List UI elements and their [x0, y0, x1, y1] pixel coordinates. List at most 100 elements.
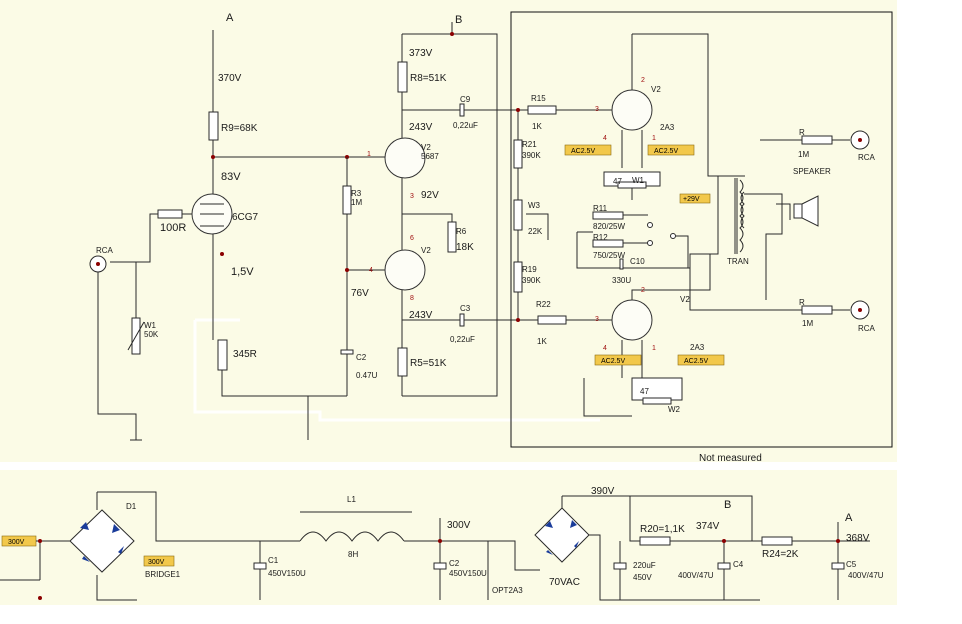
rca-input-pin	[96, 262, 100, 266]
voltage-70vac: 70VAC	[549, 577, 580, 588]
not-measured-label: Not measured	[699, 453, 762, 464]
voltage-243-bottom: 243V	[409, 310, 433, 321]
c10-value: 330U	[612, 276, 631, 285]
pin-3-top: 3	[595, 106, 599, 113]
tube-2a3-bottom	[611, 299, 653, 341]
c2-label: C2	[356, 353, 367, 362]
r24-label: R24=2K	[762, 549, 799, 560]
r3-wires	[346, 157, 385, 350]
pot-w3[interactable]	[513, 199, 523, 231]
pin-1-top: 1	[652, 135, 656, 142]
d1-label: D1	[126, 502, 137, 511]
resistor-r5	[397, 347, 408, 377]
r100-label: 100R	[160, 222, 186, 234]
pin-8: 8	[410, 295, 414, 302]
v2-top-label: V2	[421, 143, 431, 152]
bias-rail-dot-top	[516, 108, 520, 112]
r20-label: R20=1,1K	[640, 524, 685, 535]
ac25-b: AC2.5V	[654, 148, 678, 155]
tube-5687-top	[384, 137, 426, 179]
opt-label: OPT2A3	[492, 586, 523, 595]
voltage-374: 374V	[696, 521, 720, 532]
r-fb-top-value: 1M	[798, 150, 809, 159]
r15-value: 1K	[532, 122, 542, 131]
r-fb-bot-label: R	[799, 298, 805, 307]
ac25-d: AC2.5V	[684, 358, 708, 365]
input-stage: A 370V R9=68K 83V 6CG7 100R RCA W1 50K 1…	[89, 12, 400, 441]
v29: +29V	[683, 196, 700, 203]
voltage-300: 300V	[447, 520, 471, 531]
r6-label: R6	[456, 227, 467, 236]
switch-contact-3[interactable]	[647, 240, 653, 246]
transformer-secondary	[740, 191, 745, 229]
node-b-psu: B	[724, 499, 731, 511]
w1-in-label: W1	[144, 321, 157, 330]
switch-contact-2[interactable]	[670, 233, 676, 239]
r21-label: R21	[522, 140, 537, 149]
w1-power-label: W1	[632, 176, 645, 185]
ac25-label-c	[594, 354, 642, 366]
rectifier-dot-a	[38, 539, 42, 543]
speaker-coil	[793, 203, 803, 219]
ac25-c: AC2.5V	[601, 358, 625, 365]
c2p-value: 450V150U	[449, 569, 487, 578]
resistor-345r	[217, 339, 228, 371]
speaker-icon	[801, 195, 819, 227]
input-ground-wire	[97, 272, 137, 440]
c4-label: C4	[733, 560, 744, 569]
rca-bottom-pin	[858, 308, 862, 312]
input-wire	[110, 213, 158, 263]
r24-dot	[836, 539, 840, 543]
r12-label: R12	[593, 233, 608, 242]
c10-label: C10	[630, 257, 645, 266]
r-fb-bot-value: 1M	[802, 319, 813, 328]
tube-2a3-top-wires	[621, 33, 745, 177]
r345-label: 345R	[233, 349, 257, 360]
pin-4-top: 4	[603, 135, 607, 142]
speaker-wires	[744, 193, 791, 300]
p47-top: 47	[613, 177, 622, 186]
cathode-dot	[220, 252, 224, 256]
voltage-368: 368V	[846, 533, 870, 544]
voltage-243-top: 243V	[409, 122, 433, 133]
v2-mid-label: V2	[421, 246, 431, 255]
capacitor-c5	[831, 562, 845, 570]
ac25-a: AC2.5V	[571, 148, 595, 155]
switch-contact-1[interactable]	[647, 222, 653, 228]
capacitor-c10	[619, 258, 624, 270]
capacitor-c3	[459, 313, 465, 327]
v300-bridge: 300V	[148, 559, 165, 566]
w3-value: 22K	[528, 227, 543, 236]
capacitor-c9	[459, 103, 465, 117]
node-a-psu: A	[845, 512, 853, 524]
c3-label: C3	[460, 304, 471, 313]
voltage-373: 373V	[409, 48, 433, 59]
voltage-1-5: 1,5V	[231, 266, 254, 278]
resistor-feedback-bottom	[801, 305, 833, 315]
r6-value: 18K	[456, 242, 474, 253]
hum-pot-w2[interactable]	[642, 397, 672, 405]
r20-dot	[722, 539, 726, 543]
r20-wires	[619, 540, 762, 600]
tube-5687-label: 5687	[421, 152, 439, 161]
resistor-r24	[761, 536, 793, 546]
volume-pot-wiper	[127, 262, 145, 351]
w1-in-value: 50K	[144, 330, 159, 339]
capacitor-c2	[340, 349, 354, 355]
ac25-label-d	[677, 354, 725, 366]
c220-voltage: 450V	[633, 573, 652, 582]
tube-5687-bottom	[384, 249, 426, 291]
power-supply: 300V D1 BRIDGE1 300V C1 450V150U L1 8H 3…	[0, 486, 884, 601]
w3-wiper	[526, 213, 549, 240]
power-stage: Not measured R15 1K R21 390K W3 22K R19 …	[510, 11, 893, 464]
rca-bot-label: RCA	[858, 324, 876, 333]
r22-label: R22	[536, 300, 551, 309]
pin-2-bottom: 2	[641, 287, 645, 294]
tube-2a3-top	[611, 89, 653, 131]
tran-plate-wires	[689, 176, 780, 311]
r5-label: R5=51K	[410, 358, 447, 369]
capacitor-c2-psu	[433, 562, 447, 570]
p47-bottom: 47	[640, 387, 649, 396]
bridge2-diodes	[545, 520, 579, 555]
